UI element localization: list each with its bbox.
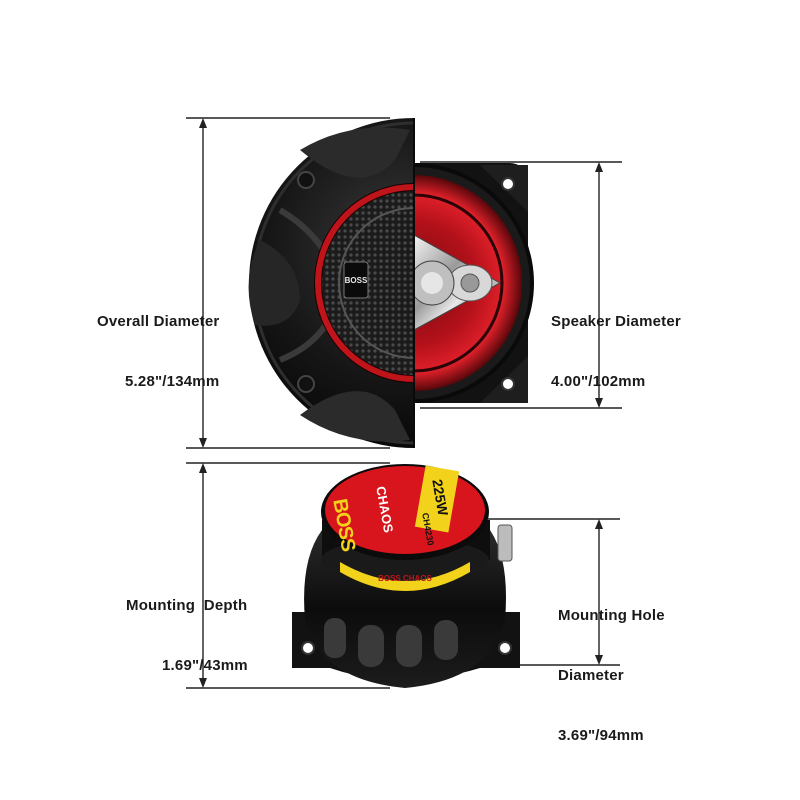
overall-diameter-title: Overall Diameter — [97, 313, 220, 330]
mounting-hole-title-line2: Diameter — [558, 667, 624, 684]
mounting-hole-label: Mounting Hole Diameter 3.69"/94mm — [558, 566, 665, 786]
mounting-depth-label: Mounting Depth 1.69"/43mm — [126, 556, 248, 716]
mounting-depth-dimension — [186, 462, 390, 689]
speaker-rear-view: BOSS CHAOS — [292, 464, 520, 688]
speaker-diameter-title: Speaker Diameter — [551, 313, 681, 330]
brand-badge-text: BOSS — [345, 276, 368, 285]
speaker-grille-half: BOSS — [248, 118, 414, 448]
speaker-cone-half — [414, 163, 534, 403]
mounting-depth-title: Mounting Depth — [126, 597, 248, 614]
mounting-hole-value: 3.69"/94mm — [558, 727, 644, 744]
speaker-diameter-value: 4.00"/102mm — [551, 373, 646, 390]
overall-diameter-label: Overall Diameter 5.28"/134mm — [97, 272, 219, 432]
speaker-diameter-label: Speaker Diameter 4.00"/102mm — [551, 272, 681, 432]
mounting-depth-value: 1.69"/43mm — [162, 657, 248, 674]
overall-diameter-value: 5.28"/134mm — [125, 373, 220, 390]
rear-stripe-text: BOSS CHAOS — [378, 574, 432, 583]
speaker-diameter-dimension — [420, 161, 622, 409]
overall-diameter-dimension — [186, 117, 390, 449]
speaker-front-view: BOSS — [248, 118, 534, 448]
mounting-hole-title-line1: Mounting Hole — [558, 607, 665, 624]
